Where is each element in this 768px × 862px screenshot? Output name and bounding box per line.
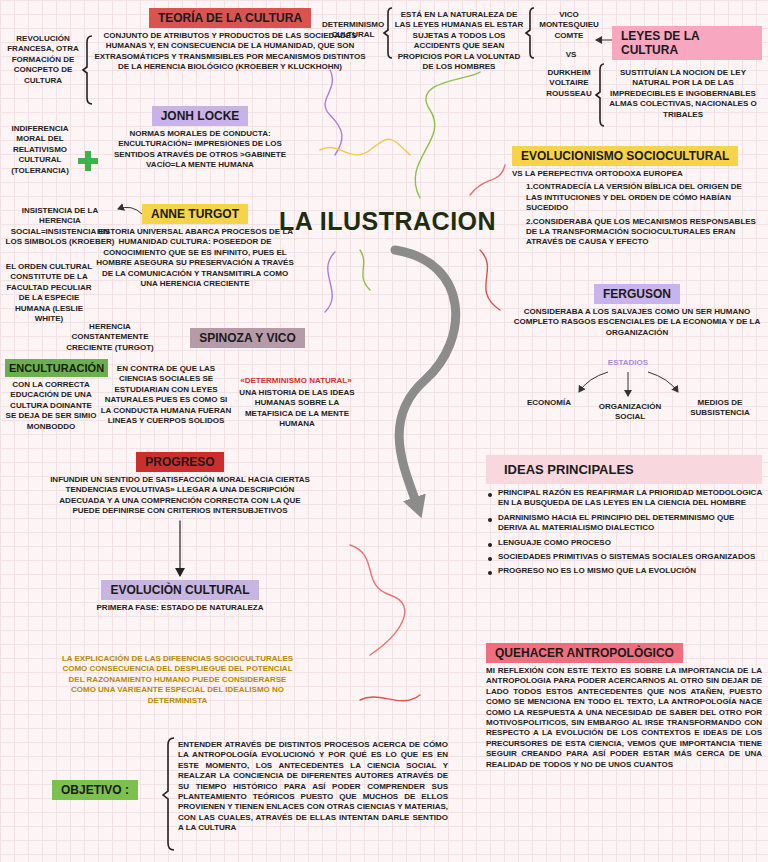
note-text: EN CONTRA DE QUE LAS CIENCIAS SOCIALES S…: [100, 364, 232, 426]
topic-node: TEORÍA DE LA CULTURA CONJUNTO DE ATRIBUTO…: [90, 8, 370, 73]
body-text: PRINCIPAL RAZÓN ES REAFIRMAR LA PRIORIDA…: [498, 488, 762, 509]
topic-node: JONH LOCKE NORMAS MORALES DE CONDUCTA: EN…: [100, 106, 300, 171]
body-text: CON LA CORRECTA EDUCACIÓN DE UNA CULTURA…: [5, 380, 97, 432]
squiggle: [320, 70, 505, 701]
heading-band: ENCULTURACIÓN: [5, 359, 108, 377]
squiggle: [325, 70, 342, 155]
body-text: MI REFLEXIÓN CON ESTE TEXTO ES SOBRE LA …: [486, 666, 762, 770]
squiggle: [320, 139, 410, 155]
note-text: INSISTENCIA DE LA HERENCIA SOCIAL=INSIST…: [5, 206, 115, 248]
squiggle: [350, 545, 405, 655]
heading-band: ANNE TURGOT: [142, 204, 248, 224]
topic-node: ENCULTURACIÓNCON LA CORRECTA EDUCACIÓN D…: [5, 358, 97, 432]
body-text: HISTORIA UNIVERSAL ABARCA PROCESOS DE LA…: [95, 227, 295, 289]
note-text: ESTADIOS: [598, 358, 658, 368]
heading-band: IDEAS PRINCIPALES: [486, 455, 762, 484]
leader-arrow: [596, 40, 612, 41]
note-text: VICO MONTESQUIEU COMTE: [536, 10, 602, 41]
note-text: VS: [556, 50, 586, 60]
topic-node: IDEAS PRINCIPALES PRINCIPAL RAZÓN ES REAF…: [486, 455, 762, 577]
note-text: UNA HISTORIA DE LAS IDEAS HUMANAS SOBRE …: [236, 388, 358, 430]
squiggle: [415, 72, 480, 198]
big-arrow: [395, 250, 456, 505]
squiggle: [480, 250, 500, 310]
body-text: 2.CONSIDERABA QUE LOS MECANISMOS RESPONS…: [526, 217, 757, 248]
bullet-dot: [488, 518, 492, 522]
body-text: CONJUNTO DE ATRIBUTOS Y PRODUCTOS DE LAS…: [90, 31, 370, 73]
leader-arrow: [579, 372, 608, 392]
topic-node: ANNE TURGOT HISTORIA UNIVERSAL ABARCA PRO…: [95, 204, 295, 289]
bracket: [163, 738, 174, 850]
heading-band: FERGUSON: [594, 284, 680, 304]
note-text: «DETERMINISMO NATURAL»: [240, 376, 352, 386]
note-text: REVOLUCIÓN FRANCESA, OTRA FORMACIÓN DE C…: [6, 34, 80, 86]
body-text: INFUNDIR UN SENTIDO DE SATISFACCIÓN MORA…: [50, 475, 310, 517]
heading-band: SPINOZA Y VICO: [190, 328, 304, 348]
bracket: [596, 64, 604, 126]
squiggle: [360, 695, 420, 701]
body-text: SOCIEDADES PRIMITIVAS O SISTEMAS SOCIALE…: [498, 552, 762, 562]
bracket: [526, 8, 534, 58]
topic-node: OBJETIVO :: [45, 780, 145, 800]
leader-arrow: [648, 372, 678, 392]
body-text: PRIMERA FASE: ESTADO DE NATURALEZA: [80, 603, 280, 613]
topic-node: EVOLUCIONISMO SOCIOCULTURAL VS LA PEREPEC…: [512, 146, 757, 248]
note-text: ESTÁ EN LA NATURALEZA DE LAS LEYES HUMAN…: [394, 10, 524, 72]
body-text: NORMAS MORALES DE CONDUCTA: ENCULTURACIÓ…: [100, 129, 300, 171]
body-text: 1.CONTRADECÍA LA VERSIÓN BÍBLICA DEL ORI…: [526, 182, 757, 213]
note-text: ECONOMÍA: [518, 398, 580, 408]
note-text: LA EXPLICACIÓN DE LAS DIFEENCIAS SOCIOCU…: [55, 654, 300, 706]
note-text: ORGANIZACIÓN SOCIAL: [584, 402, 676, 423]
bullet-dot: [488, 543, 492, 547]
topic-node: EVOLUCIÒN CULTURAL PRIMERA FASE: ESTADO D…: [80, 580, 280, 613]
leader-arrow: [628, 372, 629, 396]
heading-band: EVOLUCIONISMO SOCIOCULTURAL: [512, 146, 738, 166]
note-text: HERENCIA CONSTANTEMENTE CRECIENTE (TURGO…: [55, 322, 165, 353]
topic-node: PROGRESO INFUNDIR UN SENTIDO DE SATISFACC…: [50, 452, 310, 517]
squiggle: [325, 252, 335, 312]
heading-band: LEYES DE LA CULTURA: [612, 26, 762, 60]
leader-arrow: [118, 207, 142, 214]
topic-node: LEYES DE LA CULTURA: [612, 26, 762, 60]
heading-band: JONH LOCKE: [152, 106, 249, 126]
body-text: DARNINISMO HACIA EL PRINCIPIO DEL DETERM…: [498, 513, 762, 534]
bracket: [83, 36, 92, 104]
note-text: MEDIOS DE SUBSISTENCIA: [676, 398, 764, 419]
bullet-dot: [488, 571, 492, 575]
heading-band: LA ILUSTRACION: [275, 203, 500, 240]
heading-band: PROGRESO: [136, 452, 223, 472]
note-text: INDIFERENCIA MORAL DEL RELATIVISMO CULTU…: [5, 124, 75, 176]
topic-node: FERGUSON CONSIDERABA A LOS SALVAJES COMO …: [512, 284, 762, 338]
bracket: [384, 8, 392, 58]
body-text: LENGUAJE COMO PROCESO: [498, 538, 762, 548]
connector-arrow: [179, 521, 180, 576]
body-text: PROGRESO NO ES LO MISMO QUE LA EVOLUCIÓN: [498, 566, 762, 576]
bullet-dot: [488, 557, 492, 561]
note-text: ENTENDER ATRAVÉS DE DISTINTOS PROCESOS A…: [178, 740, 448, 834]
topic-node: SPINOZA Y VICO: [185, 328, 310, 348]
note-text: SUSTITUÍAN LA NOCION DE LEY NATURAL POR …: [607, 68, 759, 120]
plus-symbol: [78, 151, 98, 171]
plus-symbol: [85, 151, 91, 171]
squiggle: [360, 250, 370, 290]
topic-node: QUEHACER ANTROPOLÒGICO MI REFLEXIÓN CON E…: [486, 643, 762, 770]
note-text: DURKHEIM VOLTAIRE ROUSSEAU: [536, 68, 602, 99]
body-text: CONSIDERABA A LOS SALVAJES COMO UN SER H…: [512, 307, 762, 338]
heading-band: QUEHACER ANTROPOLÒGICO: [486, 643, 683, 663]
squiggle: [470, 165, 505, 195]
bullet-dot: [488, 493, 492, 497]
heading-band: OBJETIVO :: [52, 780, 138, 800]
heading-band: EVOLUCIÒN CULTURAL: [101, 580, 258, 600]
heading-band: TEORÍA DE LA CULTURA: [149, 8, 311, 28]
body-text: VS LA PEREPECTIVA ORTODOXA EUROPEA: [512, 169, 757, 179]
topic-node: LA ILUSTRACION: [270, 203, 505, 240]
note-text: EL ORDEN CULTURAL CONSTITUTE DE LA FACUL…: [5, 262, 93, 324]
